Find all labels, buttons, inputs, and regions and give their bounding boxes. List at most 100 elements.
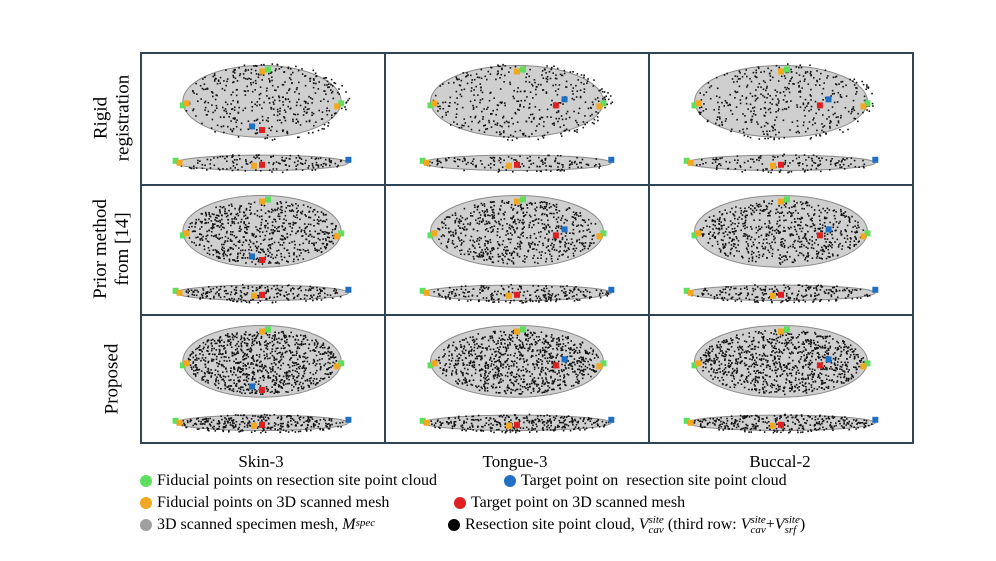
target-blue-marker <box>825 96 832 103</box>
point-cloud <box>437 199 600 265</box>
legend-text: + <box>765 516 775 533</box>
legend-text: ) <box>799 516 806 533</box>
target-red-marker <box>816 232 823 239</box>
target-red-marker <box>816 102 823 109</box>
fiducial-green-marker <box>179 102 186 109</box>
target-red-marker <box>259 387 265 394</box>
fiducial-orange-marker <box>334 233 341 240</box>
fiducial-green-marker <box>419 417 426 424</box>
fiducial-orange-marker <box>251 162 257 169</box>
fiducial-orange-marker <box>770 422 776 429</box>
green-dot-icon <box>140 475 152 487</box>
legend-text: Fiducial points on 3D scanned mesh <box>157 494 390 511</box>
fiducial-green-marker <box>784 196 790 203</box>
fiducial-orange-marker <box>251 292 257 299</box>
fiducial-orange-marker <box>514 328 520 335</box>
point-cloud <box>180 154 342 174</box>
target-blue-marker <box>249 383 255 390</box>
target-red-marker <box>259 161 265 168</box>
target-red-marker <box>259 257 265 264</box>
fiducial-green-marker <box>691 232 698 239</box>
column-label-buccal: Buccal-2 <box>749 452 811 471</box>
fiducial-green-marker <box>784 66 790 73</box>
target-red-marker <box>778 291 784 298</box>
target-blue-marker <box>872 286 879 293</box>
fiducial-green-marker <box>172 417 179 424</box>
target-blue-marker <box>249 253 255 260</box>
fiducial-orange-marker <box>514 68 520 75</box>
fiducial-green-marker <box>691 362 698 369</box>
fiducial-orange-marker <box>176 159 183 166</box>
row-label-line: registration <box>112 74 133 162</box>
fiducial-orange-marker <box>860 363 867 370</box>
fiducial-green-marker <box>427 232 434 239</box>
target-red-marker <box>259 291 265 298</box>
fiducial-orange-marker <box>778 68 784 75</box>
fiducial-orange-marker <box>506 292 512 299</box>
fiducial-green-marker <box>338 230 345 237</box>
black-dot-icon <box>448 519 460 531</box>
mesh-top-view <box>182 65 342 138</box>
fiducial-green-marker <box>419 157 426 164</box>
grid-divider <box>142 184 912 186</box>
legend-math: V <box>638 516 649 533</box>
legend-item-orange: Fiducial points on 3D scanned mesh <box>140 492 389 514</box>
point-cloud <box>433 283 610 304</box>
legend-sup: site <box>750 514 766 526</box>
fiducial-green-marker <box>683 287 690 294</box>
fiducial-green-marker <box>427 102 434 109</box>
fiducial-orange-marker <box>778 328 784 335</box>
legend-text: Target point on 3D scanned mesh <box>471 494 686 511</box>
fiducial-orange-marker <box>334 363 341 370</box>
legend-item-blue: Target point on resection site point clo… <box>504 470 787 492</box>
fiducial-green-marker <box>600 230 607 237</box>
fiducial-orange-marker <box>596 103 603 110</box>
target-red-marker <box>259 421 265 428</box>
legend-sup: spec <box>355 517 376 529</box>
target-red-marker <box>552 102 559 109</box>
fiducial-green-marker <box>864 100 871 107</box>
target-blue-marker <box>249 123 255 130</box>
point-cloud <box>431 63 614 141</box>
fiducial-green-marker <box>179 362 186 369</box>
point-cloud <box>695 63 874 141</box>
fiducial-orange-marker <box>770 292 776 299</box>
target-blue-marker <box>825 356 832 363</box>
fiducial-orange-marker <box>259 328 265 335</box>
fiducial-green-marker <box>784 326 790 333</box>
fiducial-orange-marker <box>695 100 702 107</box>
specimen-render-r2-c1 <box>142 184 382 312</box>
fiducial-orange-marker <box>770 162 776 169</box>
point-cloud <box>691 284 871 304</box>
target-blue-marker <box>345 416 352 423</box>
point-cloud <box>187 201 338 266</box>
specimen-render-r2-c2 <box>386 184 648 312</box>
mesh-top-view <box>430 195 604 268</box>
target-red-marker <box>514 421 520 428</box>
target-red-marker <box>514 161 520 168</box>
fiducial-orange-marker <box>695 230 702 237</box>
fiducial-green-marker <box>265 66 271 73</box>
row-label-line: Prior method <box>90 199 111 299</box>
target-blue-marker <box>825 226 832 233</box>
target-blue-marker <box>561 356 568 363</box>
fiducial-green-marker <box>427 362 434 369</box>
grid-divider <box>142 314 912 316</box>
legend-item-red: Target point on 3D scanned mesh <box>454 492 685 514</box>
fiducial-green-marker <box>864 230 871 237</box>
target-blue-marker <box>608 416 615 423</box>
legend-text: (third row: <box>663 516 741 533</box>
fiducial-orange-marker <box>423 419 430 426</box>
row-label-line: Rigid <box>90 96 111 140</box>
legend-sub: srf <box>784 524 797 536</box>
fiducial-green-marker <box>172 157 179 164</box>
fiducial-orange-marker <box>687 289 694 296</box>
legend-text: 3D scanned specimen mesh, <box>157 516 343 533</box>
fiducial-orange-marker <box>596 363 603 370</box>
fiducial-green-marker <box>600 360 607 367</box>
blue-dot-icon <box>504 475 516 487</box>
fiducial-orange-marker <box>431 230 438 237</box>
legend-math: V <box>774 516 785 533</box>
point-cloud <box>699 329 865 396</box>
